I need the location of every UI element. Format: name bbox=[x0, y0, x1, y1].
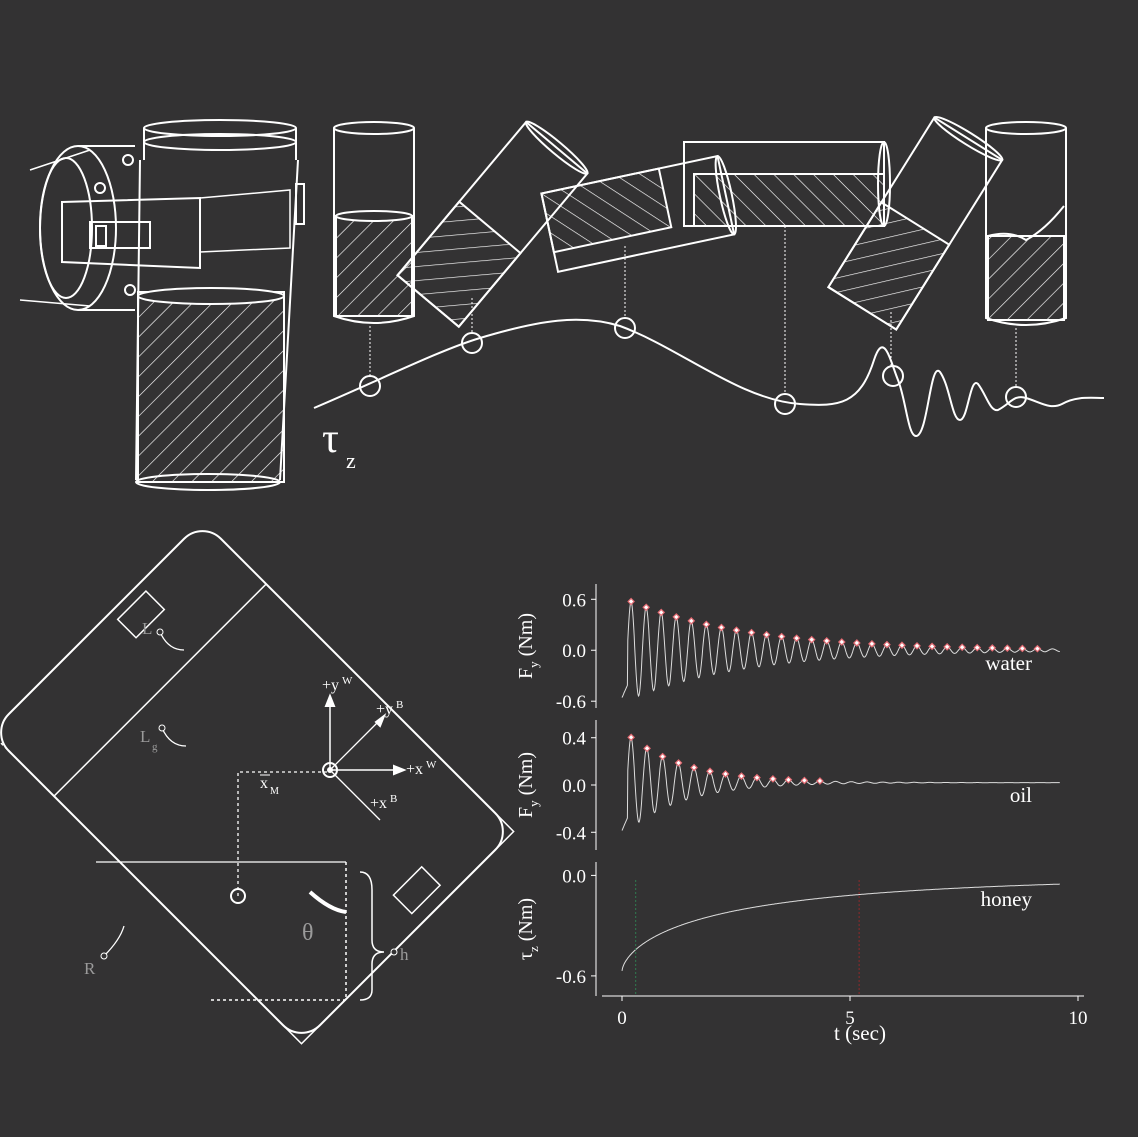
label-yb: +y bbox=[376, 701, 393, 718]
y-tick-label: -0.6 bbox=[556, 692, 586, 713]
peak-marker bbox=[898, 641, 906, 650]
peak-marker bbox=[747, 628, 756, 637]
jar-tilted-2 bbox=[396, 120, 589, 329]
peak-marker bbox=[784, 775, 793, 784]
y-tick-label: 0.0 bbox=[562, 776, 586, 797]
peak-marker bbox=[822, 637, 831, 645]
peak-marker bbox=[807, 635, 816, 644]
peak-marker bbox=[657, 608, 666, 617]
peak-marker bbox=[627, 597, 635, 606]
peak-marker bbox=[717, 623, 726, 632]
y-axis-label: Fy (Nm) bbox=[515, 752, 541, 818]
peak-marker bbox=[800, 776, 809, 785]
peak-marker bbox=[706, 767, 714, 776]
torque-subscript: z bbox=[346, 448, 356, 473]
peak-marker bbox=[792, 634, 801, 643]
jar-tilted-4 bbox=[683, 141, 891, 227]
label-h: h bbox=[400, 945, 409, 964]
peak-marker bbox=[672, 613, 681, 621]
label-R: R bbox=[84, 959, 96, 978]
y-tick-label: -0.6 bbox=[556, 967, 586, 988]
label-xb: +x bbox=[370, 795, 387, 812]
peak-marker bbox=[753, 773, 761, 782]
peak-marker bbox=[837, 638, 846, 646]
peak-marker bbox=[762, 630, 771, 639]
peak-marker bbox=[643, 744, 651, 753]
jar-upright-1 bbox=[333, 121, 415, 324]
peak-marker bbox=[777, 632, 786, 641]
jar-upright-6 bbox=[985, 121, 1067, 326]
R-marker bbox=[100, 952, 108, 960]
label-theta: θ bbox=[302, 920, 314, 946]
jar-tilted-5 bbox=[827, 115, 1004, 331]
peak-marker bbox=[1033, 644, 1042, 653]
chart-panel-0: 0.6 0.0 -0.6 Fy (Nm) water bbox=[515, 584, 1060, 713]
label-Lg-sub: g bbox=[152, 741, 158, 753]
L-marker bbox=[156, 628, 164, 636]
label-yw-sup: W bbox=[342, 675, 353, 687]
torque-trace bbox=[313, 226, 1105, 438]
label-xm-sub: M bbox=[270, 786, 279, 797]
robot-gripper-illustration bbox=[19, 119, 305, 491]
y-tick-label: -0.4 bbox=[556, 823, 587, 844]
y-tick-label: 0.4 bbox=[562, 729, 586, 750]
peak-marker bbox=[721, 770, 730, 778]
peak-marker bbox=[928, 642, 936, 651]
x-tick-label: 5 bbox=[845, 1008, 855, 1029]
jar-geometry-diagram bbox=[0, 530, 515, 1045]
x-tick-label: 0 bbox=[617, 1008, 627, 1029]
torque-symbol: τ bbox=[322, 416, 339, 462]
peak-marker bbox=[943, 643, 951, 651]
Lg-marker bbox=[158, 724, 166, 732]
force-torque-charts: 0.6 0.0 -0.6 Fy (Nm) water 0.4 0.0 -0.4 Fy (Nm) o… bbox=[515, 584, 1088, 1045]
series-label-honey: honey bbox=[981, 887, 1033, 911]
label-xw-sup: W bbox=[426, 759, 437, 771]
label-xw: +x bbox=[406, 761, 423, 778]
peak-marker bbox=[883, 640, 891, 649]
peak-marker bbox=[658, 752, 667, 761]
peak-marker bbox=[627, 733, 635, 742]
peak-marker bbox=[1018, 644, 1027, 653]
series-label-water: water bbox=[985, 651, 1032, 675]
peak-marker bbox=[868, 639, 876, 648]
peak-marker bbox=[769, 775, 777, 783]
peak-marker bbox=[687, 617, 696, 625]
peak-marker bbox=[690, 763, 698, 772]
y-axis-label: Fy (Nm) bbox=[515, 613, 541, 679]
peak-marker bbox=[816, 777, 824, 785]
peak-marker bbox=[852, 639, 861, 647]
peak-marker bbox=[913, 642, 921, 650]
label-L: L bbox=[142, 619, 152, 638]
series-line-oil bbox=[621, 737, 1060, 831]
chart-panel-1: 0.4 0.0 -0.4 Fy (Nm) oil bbox=[515, 720, 1060, 850]
h-marker bbox=[390, 948, 398, 956]
peak-marker bbox=[642, 603, 651, 612]
series-line-honey bbox=[621, 883, 1060, 971]
peak-marker bbox=[732, 626, 741, 635]
peak-marker bbox=[1003, 644, 1012, 653]
y-tick-label: 0.6 bbox=[562, 590, 586, 611]
peak-marker bbox=[973, 643, 982, 652]
label-yw: +y bbox=[322, 677, 339, 694]
label-yb-sup: B bbox=[396, 699, 403, 711]
peak-marker bbox=[988, 644, 997, 652]
y-axis-label: τz (Nm) bbox=[515, 898, 541, 960]
x-axis-label: t (sec) bbox=[834, 1021, 886, 1045]
x-tick-label: 10 bbox=[1069, 1008, 1088, 1029]
label-Lg: L bbox=[140, 727, 150, 746]
label-xb-sup: B bbox=[390, 793, 397, 805]
y-tick-label: 0.0 bbox=[562, 641, 586, 662]
jar-sequence bbox=[333, 115, 1067, 331]
peak-marker bbox=[702, 620, 711, 629]
peak-marker bbox=[674, 759, 683, 767]
peak-marker bbox=[737, 772, 746, 780]
y-tick-label: 0.0 bbox=[562, 866, 586, 887]
peak-marker bbox=[958, 643, 967, 652]
chart-panel-2: 0.0 -0.6 τz (Nm) honey 0 5 10 t (sec) bbox=[515, 862, 1088, 1045]
series-label-oil: oil bbox=[1010, 783, 1032, 807]
label-xm: x bbox=[260, 775, 268, 792]
